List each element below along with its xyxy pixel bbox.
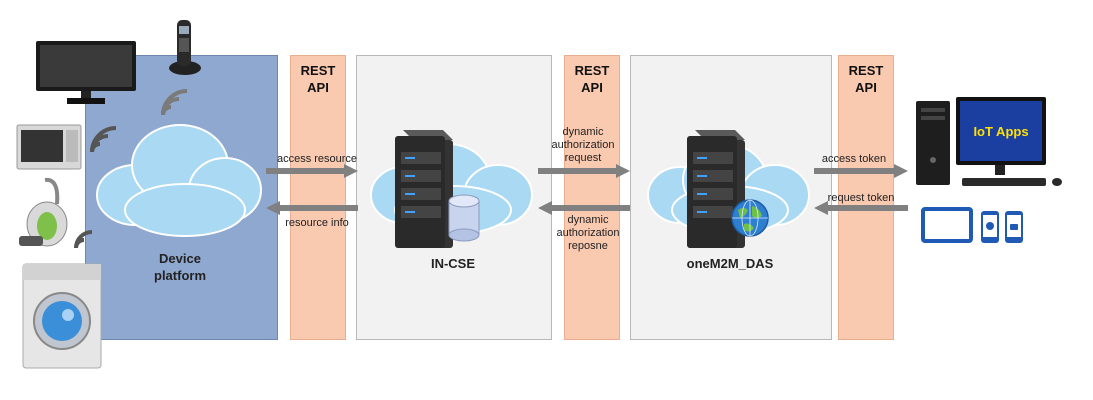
tablet-icon bbox=[921, 207, 973, 243]
mouse-icon bbox=[1052, 178, 1062, 186]
dyn-resp-line3: reposne bbox=[568, 240, 608, 252]
rest-api-line1: REST bbox=[848, 63, 884, 78]
phone-icon bbox=[169, 20, 201, 75]
rest-api-line1: REST bbox=[300, 63, 336, 78]
das-server-icon bbox=[687, 130, 745, 248]
arrow-dynamic-auth-request bbox=[538, 164, 630, 178]
wifi-signal-icon-2 bbox=[90, 126, 117, 153]
arrow-request-token bbox=[814, 201, 908, 215]
dyn-resp-line1: dynamic bbox=[567, 214, 609, 226]
dyn-req-line3: request bbox=[564, 152, 602, 164]
rest-api-panel-3 bbox=[838, 55, 894, 340]
database-icon bbox=[448, 194, 480, 242]
arrow-dynamic-auth-response bbox=[538, 201, 630, 215]
dynamic-auth-request-label: dynamic authorization request bbox=[548, 126, 618, 165]
dyn-resp-line2: authorization bbox=[556, 227, 620, 239]
wifi-signal-icon-1 bbox=[161, 89, 188, 116]
keyboard-icon bbox=[962, 178, 1046, 186]
rest-api-line2: API bbox=[307, 80, 329, 95]
request-token-label: request token bbox=[827, 192, 895, 204]
wifi-signal-icon-3 bbox=[74, 230, 93, 249]
vacuum-icon bbox=[19, 177, 68, 247]
access-token-label: access token bbox=[821, 153, 887, 165]
monitor-icon bbox=[36, 41, 136, 104]
arrow-access-resource bbox=[266, 164, 358, 178]
rest-api-line1: REST bbox=[574, 63, 610, 78]
iot-apps-screen: IoT Apps bbox=[960, 101, 1042, 161]
android-phone-icon bbox=[1005, 211, 1023, 243]
dyn-req-line1: dynamic bbox=[562, 126, 604, 138]
iot-apps-label: IoT Apps bbox=[973, 123, 1029, 139]
device-platform-line2: platform bbox=[154, 268, 206, 283]
resource-info-label: resource info bbox=[285, 217, 349, 229]
globe-icon bbox=[731, 199, 769, 237]
access-resource-label: access resource bbox=[276, 153, 358, 165]
microwave-icon bbox=[16, 124, 82, 170]
dyn-req-line2: authorization bbox=[551, 139, 615, 151]
rest-api-panel-2 bbox=[564, 55, 620, 340]
device-cloud-icon bbox=[96, 124, 262, 237]
device-platform-label: Device platform bbox=[140, 250, 220, 284]
in-cse-server-icon bbox=[395, 130, 453, 248]
pc-tower-icon bbox=[916, 101, 950, 185]
apple-phone-icon bbox=[981, 211, 999, 243]
rest-api-panel-1 bbox=[290, 55, 346, 340]
device-platform-line1: Device bbox=[159, 251, 201, 266]
rest-api-label-3: REST API bbox=[838, 62, 894, 96]
washing-machine-icon bbox=[22, 263, 102, 369]
rest-api-label-2: REST API bbox=[564, 62, 620, 96]
rest-api-line2: API bbox=[855, 80, 877, 95]
arrow-resource-info bbox=[266, 201, 358, 215]
iot-apps-monitor: IoT Apps bbox=[956, 97, 1046, 165]
dynamic-auth-response-label: dynamic authorization reposne bbox=[548, 214, 628, 253]
arrow-access-token bbox=[814, 164, 908, 178]
das-label: oneM2M_DAS bbox=[686, 256, 774, 271]
in-cse-label: IN-CSE bbox=[430, 256, 476, 271]
rest-api-line2: API bbox=[581, 80, 603, 95]
monitor-stand bbox=[995, 165, 1005, 175]
rest-api-label-1: REST API bbox=[290, 62, 346, 96]
